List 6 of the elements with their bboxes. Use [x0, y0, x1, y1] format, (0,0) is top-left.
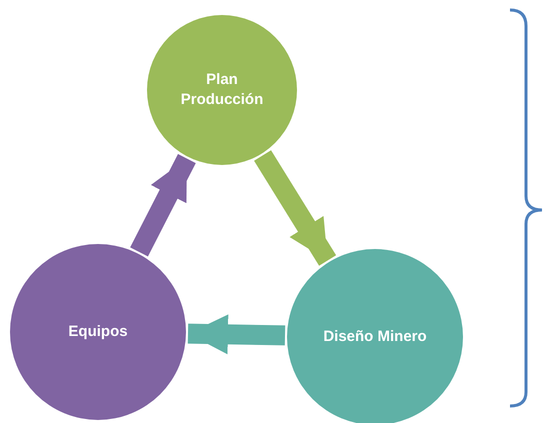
node-label: Plan Producción — [180, 70, 264, 110]
block-arrow — [188, 314, 286, 354]
block-arrow — [130, 154, 196, 256]
node-label: Diseño Minero — [323, 326, 427, 347]
block-arrow — [254, 150, 336, 266]
node-label: Equipos — [68, 322, 128, 342]
